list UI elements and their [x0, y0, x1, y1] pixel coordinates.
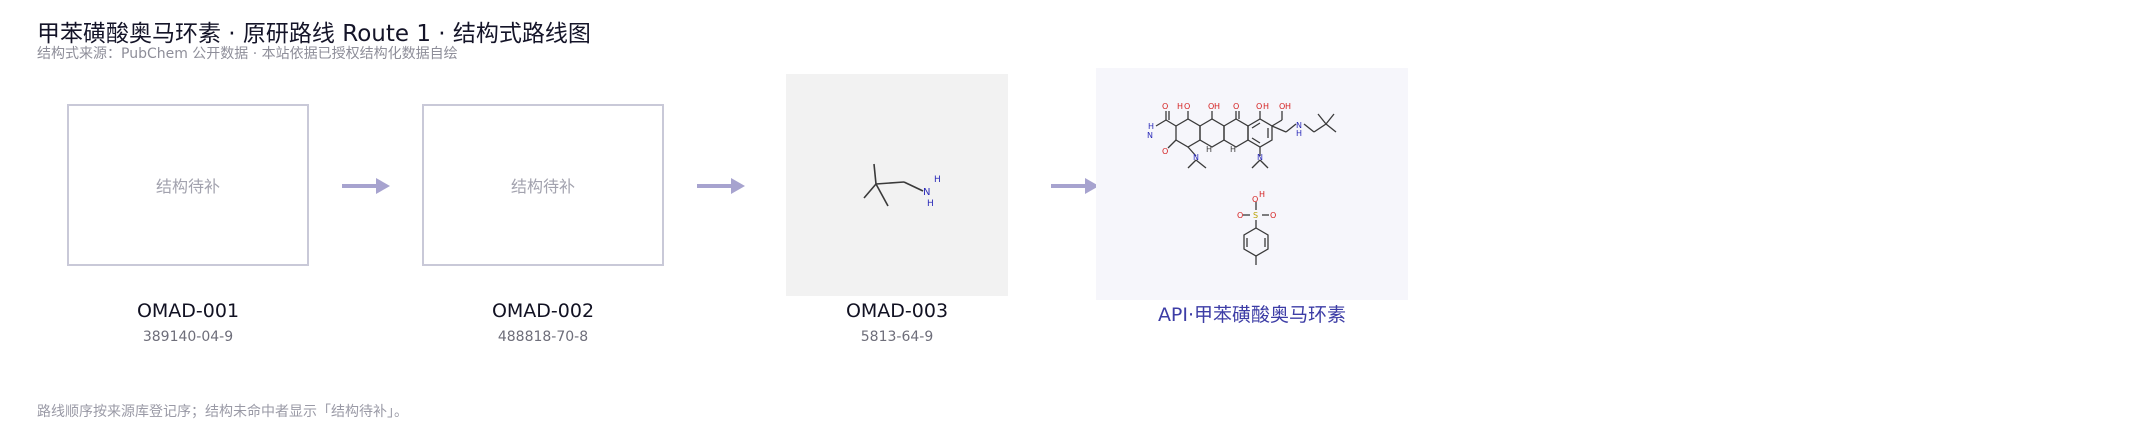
svg-text:O: O: [1270, 211, 1276, 220]
svg-text:H: H: [1214, 102, 1220, 111]
svg-text:S: S: [1253, 211, 1258, 220]
svg-text:O: O: [1279, 102, 1285, 111]
svg-text:N: N: [1147, 131, 1153, 140]
placeholder-text: 结构待补: [155, 177, 220, 196]
arrow-right-icon: [697, 178, 745, 194]
svg-text:H: H: [1285, 102, 1291, 111]
source-note: 结构式来源：PubChem 公开数据 · 本站依据已授权结构化数据自绘: [37, 46, 458, 62]
cas-number-omad-003: 5813-64-9: [860, 329, 934, 345]
svg-text:H: H: [1259, 190, 1265, 199]
placeholder-text: 结构待补: [510, 177, 575, 196]
svg-text:H: H: [1177, 102, 1183, 111]
svg-text:N: N: [923, 187, 930, 198]
page-title: 甲苯磺酸奥马环素 · 原研路线 Route 1 · 结构式路线图: [37, 21, 591, 47]
svg-text:N: N: [1257, 153, 1263, 162]
svg-text:O: O: [1233, 102, 1239, 111]
compound-id-api: API·甲苯磺酸奥马环素: [1157, 304, 1347, 326]
compound-id-omad-002: OMAD-002: [491, 300, 595, 322]
svg-text:O: O: [1162, 147, 1168, 156]
compound-id-omad-001: OMAD-001: [136, 300, 240, 322]
svg-text:H: H: [934, 175, 941, 185]
svg-text:H: H: [1148, 122, 1154, 131]
cas-number-omad-002: 488818-70-8: [497, 329, 589, 345]
cas-number-omad-001: 389140-04-9: [142, 329, 234, 345]
svg-text:O: O: [1184, 102, 1190, 111]
svg-text:N: N: [1296, 121, 1302, 130]
structure-api: O H N O H O H O O H O H N H O N N H H O …: [1096, 68, 1408, 300]
svg-text:O: O: [1252, 195, 1258, 204]
structure-omad-003: N H H: [786, 74, 1008, 296]
svg-text:H: H: [1263, 102, 1269, 111]
footer-note: 路线顺序按来源库登记序；结构未命中者显示「结构待补」。: [37, 404, 408, 420]
arrow-right-icon: [342, 178, 390, 194]
svg-text:N: N: [1193, 153, 1199, 162]
omadacycline-tosylate-structure: O H N O H O H O O H O H N H O N N H H O …: [1147, 102, 1337, 265]
svg-text:O: O: [1237, 211, 1243, 220]
svg-text:H: H: [1206, 145, 1212, 154]
compound-id-omad-003: OMAD-003: [845, 300, 949, 322]
svg-text:O: O: [1208, 102, 1214, 111]
svg-text:H: H: [1230, 145, 1236, 154]
arrow-right-icon: [1051, 178, 1099, 194]
neopentylamine-structure: N H H: [863, 163, 941, 209]
svg-text:H: H: [1296, 129, 1302, 138]
svg-text:O: O: [1162, 102, 1168, 111]
svg-text:H: H: [927, 199, 934, 209]
structure-placeholder-omad-002: 结构待补: [422, 104, 664, 266]
svg-text:O: O: [1256, 102, 1262, 111]
structure-placeholder-omad-001: 结构待补: [67, 104, 309, 266]
